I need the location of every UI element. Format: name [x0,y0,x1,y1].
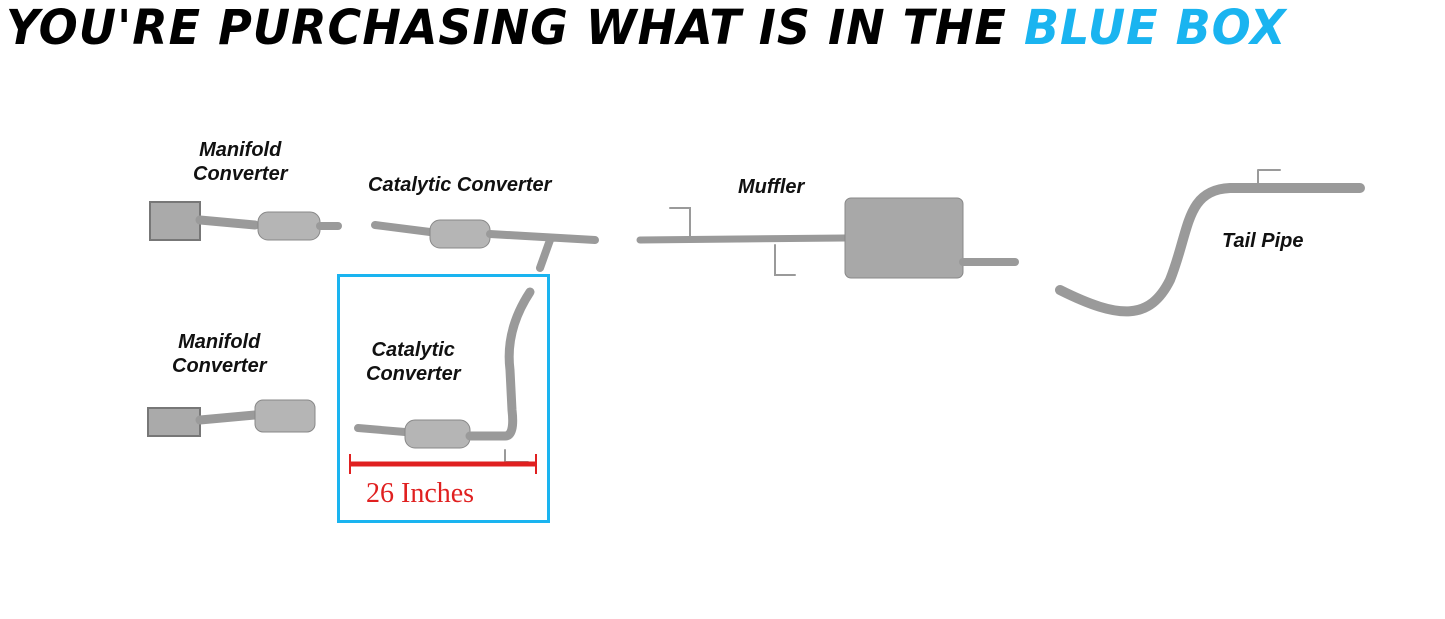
manifold-converter-top-image [149,201,342,241]
page-title: YOU'RE PURCHASING WHAT IS IN THE BLUE BO… [6,0,1287,56]
muffler-label: Muffler [738,176,805,198]
measurement-label: 26 Inches [366,478,475,509]
measurement-line [349,454,537,474]
tail-pipe-image [1055,169,1365,317]
catalytic-converter-top-label: Catalytic Converter [368,174,552,196]
tail-pipe-label: Tail Pipe [1222,230,1304,252]
selected-part-box [337,274,550,523]
catalytic-converter-top-image [371,219,599,272]
muffler-image [636,197,1019,279]
manifold-converter-bottom-image [147,399,316,437]
catalytic-converter-selected-image [354,287,535,463]
